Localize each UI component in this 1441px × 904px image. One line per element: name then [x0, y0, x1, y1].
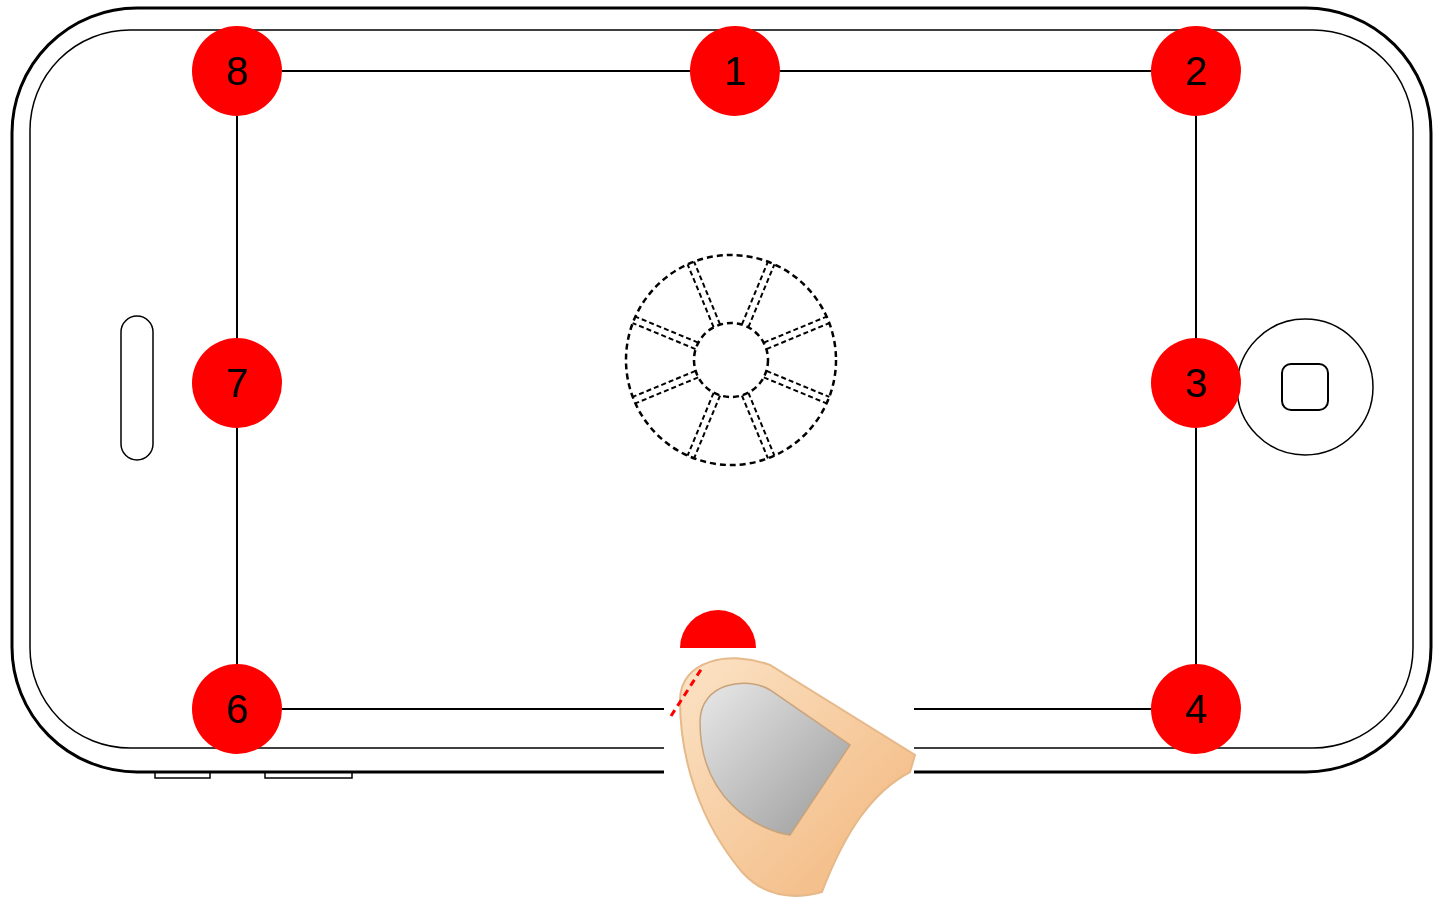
wheel-spoke — [694, 396, 720, 459]
wheel-spoke — [764, 317, 827, 343]
wheel-spoke — [635, 317, 698, 343]
callout-label: 4 — [1185, 689, 1207, 729]
path-line — [1195, 428, 1197, 664]
callout-number: 3 — [1151, 338, 1241, 428]
finger-ground — [664, 640, 914, 904]
wheel-spoke — [742, 262, 768, 325]
side-button — [265, 772, 352, 778]
callout-label: 1 — [724, 51, 746, 91]
wheel-spoke — [688, 264, 714, 327]
callout-label: 8 — [226, 51, 248, 91]
callout-number: 2 — [1151, 26, 1241, 116]
path-line — [282, 70, 690, 72]
callout-number: 4 — [1151, 664, 1241, 754]
callout-label: 2 — [1185, 51, 1207, 91]
wheel-spoke — [742, 396, 768, 459]
wheel-spoke — [694, 262, 720, 325]
phone-bezel — [30, 30, 1413, 748]
touch-point — [680, 610, 756, 648]
path-line — [236, 428, 238, 664]
wheel-spoke — [748, 393, 774, 456]
home-button-icon — [1282, 364, 1328, 410]
wheel-spoke — [633, 323, 696, 349]
pie-menu — [626, 255, 836, 465]
fingernail — [700, 683, 850, 835]
wheel-spoke — [688, 393, 714, 456]
speaker-slot — [121, 316, 153, 460]
wheel-rim — [626, 255, 836, 465]
wheel-spoke — [767, 323, 830, 349]
path-line — [1195, 116, 1197, 338]
side-button — [155, 772, 210, 778]
callout-number: 8 — [192, 26, 282, 116]
wheel-spoke — [635, 377, 698, 403]
path-line — [780, 70, 1151, 72]
wheel-spoke — [748, 264, 774, 327]
callout-number: 6 — [192, 664, 282, 754]
callout-number: 1 — [690, 26, 780, 116]
callout-label: 3 — [1185, 363, 1207, 403]
touch-edge — [671, 668, 702, 716]
wheel-spoke — [767, 371, 830, 397]
callout-label: 6 — [226, 689, 248, 729]
wheel-spoke — [764, 377, 827, 403]
wheel-hub — [694, 323, 768, 397]
home-button — [1237, 319, 1373, 455]
callout-number: 7 — [192, 338, 282, 428]
finger — [680, 658, 915, 896]
path-line — [236, 116, 238, 338]
wheel-spoke — [633, 371, 696, 397]
callout-label: 7 — [226, 363, 248, 403]
